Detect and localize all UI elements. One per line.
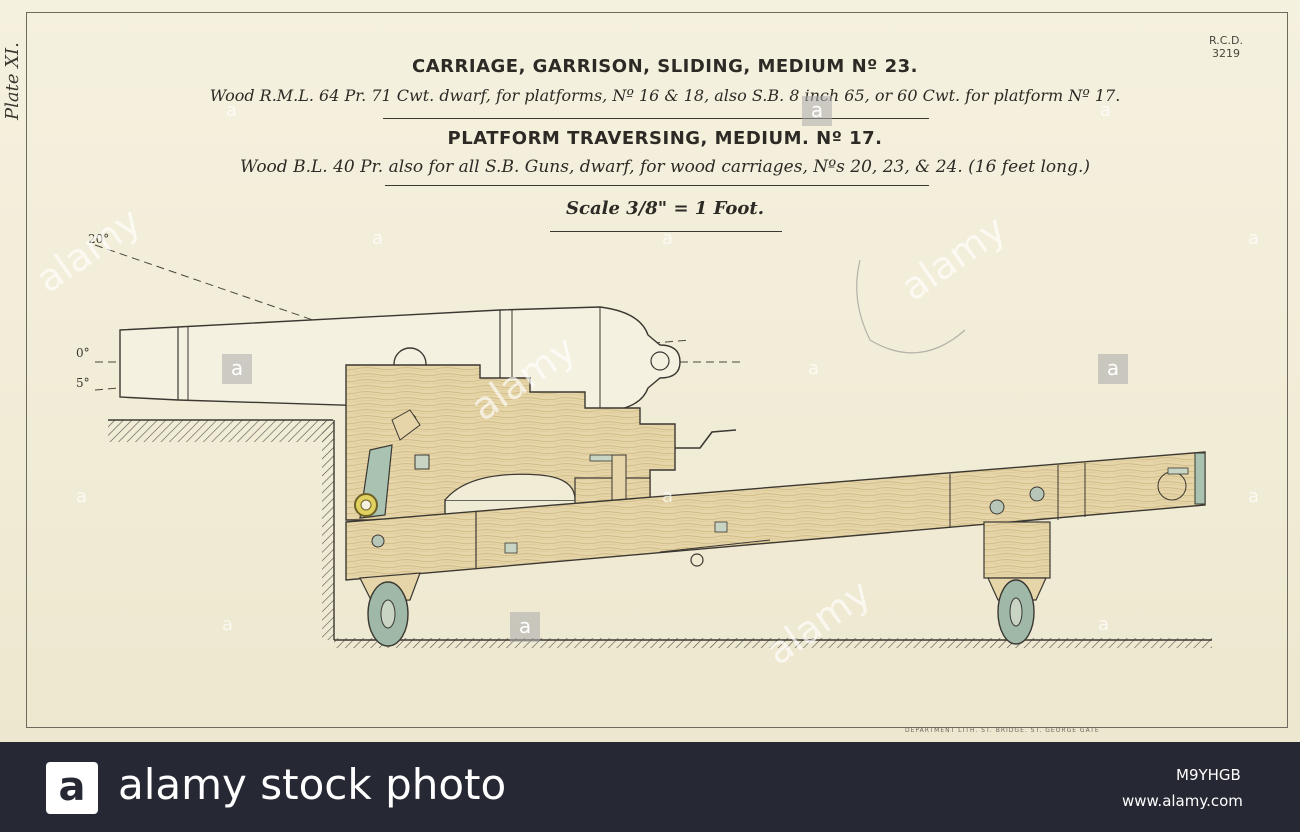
carriage-title: CARRIAGE, GARRISON, SLIDING, MEDIUM Nº 2… bbox=[412, 56, 918, 77]
depression-angle-label: 5° bbox=[76, 376, 90, 390]
watermark-letter-3: a bbox=[372, 228, 384, 249]
watermark-logo-2: a bbox=[1098, 354, 1128, 384]
platform-title: PLATFORM TRAVERSING, MEDIUM. Nº 17. bbox=[447, 128, 883, 149]
watermark-letter-6: a bbox=[808, 358, 820, 379]
platform-slide bbox=[345, 451, 1206, 581]
watermark-logo-1: a bbox=[222, 354, 252, 384]
alamy-logo-icon: a bbox=[46, 762, 98, 814]
title-divider-2 bbox=[385, 185, 929, 186]
elevating-bracket bbox=[354, 409, 421, 519]
reference-code-prefix: R.C.D. bbox=[1209, 34, 1243, 47]
printer-imprint: DEPARTMENT LITH. ST. BRIDGE. ST. GEORGE … bbox=[905, 727, 1100, 734]
plate-border bbox=[26, 12, 1288, 728]
watermark-logo-4: a bbox=[802, 96, 832, 126]
scale-label: Scale 3/8" = 1 Foot. bbox=[566, 198, 764, 219]
reference-code-number: 3219 bbox=[1212, 47, 1240, 60]
parapet-wall bbox=[108, 419, 335, 640]
stock-footer-bar: a alamy stock photo M9YHGB www.alamy.com bbox=[0, 742, 1300, 832]
platform-subtitle: Wood B.L. 40 Pr. also for all S.B. Guns,… bbox=[240, 157, 1090, 177]
zero-angle-label: 0° bbox=[76, 346, 90, 360]
footer-brand-text: alamy stock photo bbox=[118, 760, 507, 809]
reference-code: R.C.D. 3219 bbox=[1196, 34, 1256, 60]
watermark-letter-9: a bbox=[1248, 486, 1260, 507]
title-divider-1 bbox=[383, 118, 929, 119]
carriage-cheek bbox=[345, 364, 737, 521]
elevation-angle-label: 20° bbox=[88, 232, 110, 246]
gun-carriage-drawing bbox=[94, 244, 1212, 648]
watermark-letter-10: a bbox=[222, 614, 234, 635]
watermark-letter-7: a bbox=[76, 486, 88, 507]
watermark-logo-3: a bbox=[510, 612, 540, 642]
plate-sheet: Plate XI. R.C.D. 3219 CARRIAGE, GARRISON… bbox=[0, 0, 1300, 742]
front-truck-wheel bbox=[359, 572, 421, 647]
scale-underline bbox=[550, 231, 782, 232]
watermark-letter-4: a bbox=[662, 228, 674, 249]
library-stamp bbox=[856, 259, 966, 354]
watermark-letter-1: a bbox=[226, 100, 238, 121]
watermark-letter-5: a bbox=[1248, 228, 1260, 249]
watermark-letter-11: a bbox=[1098, 614, 1110, 635]
watermark-letter-8: a bbox=[662, 486, 674, 507]
image-code: M9YHGB bbox=[1176, 766, 1241, 784]
site-url: www.alamy.com bbox=[1122, 792, 1243, 810]
carriage-subtitle: Wood R.M.L. 64 Pr. 71 Cwt. dwarf, for pl… bbox=[209, 86, 1121, 105]
rear-truck-wheel bbox=[983, 521, 1051, 645]
ground-line bbox=[334, 638, 1212, 648]
watermark-letter-2: a bbox=[1100, 100, 1112, 121]
